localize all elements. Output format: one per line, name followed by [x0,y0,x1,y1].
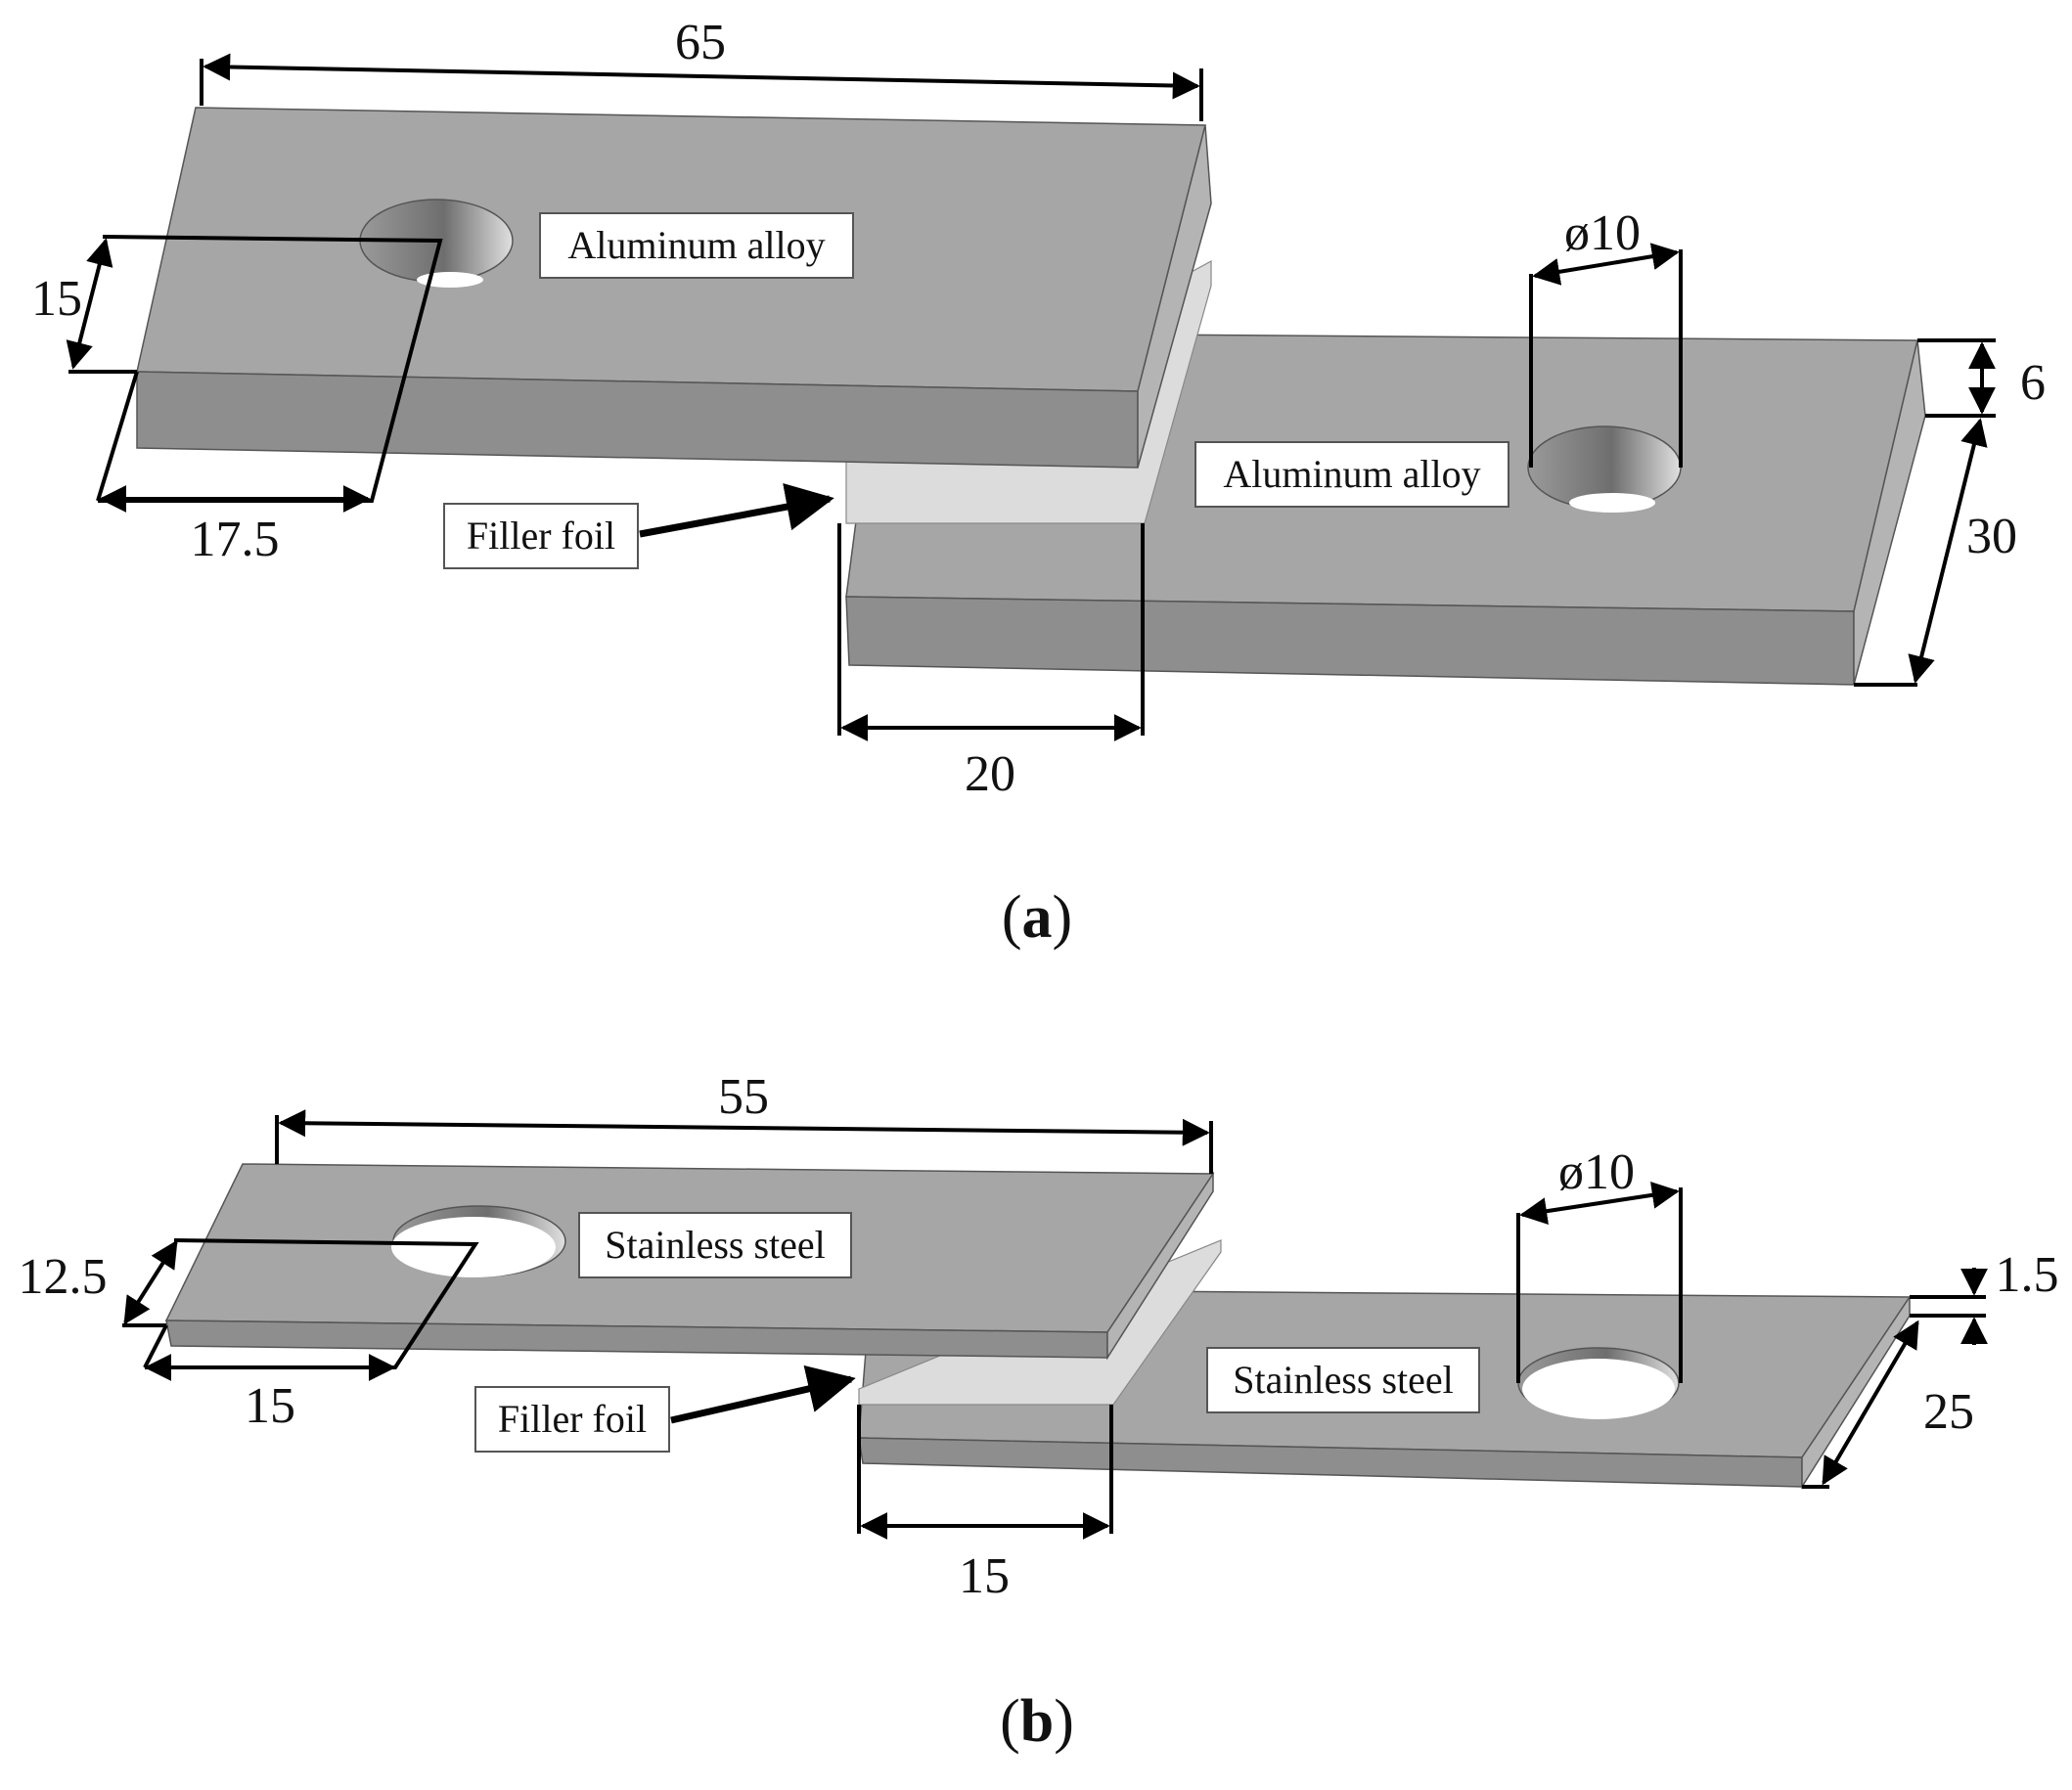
top-plate-label-b: Stainless steel [578,1212,852,1278]
filler-label-a: Filler foil [443,482,834,569]
dim-length-b: 55 [275,1069,1213,1174]
panel-b: 55 12.5 15 15 ø10 [19,1069,2059,1755]
hole-position-a: 15 17.5 [31,235,443,567]
dim-thickness-a-text: 6 [2020,355,2046,411]
dim-overlap-b-text: 15 [959,1548,1010,1604]
hole-position-b: 12.5 15 [19,1238,479,1434]
dim-overlap-a-text: 20 [965,746,1015,802]
svg-text:Filler foil: Filler foil [498,1397,647,1441]
top-plate-label-a: Aluminum alloy [539,212,854,279]
svg-text:Stainless steel: Stainless steel [1233,1358,1454,1402]
dim-width-a-text: 30 [1966,509,2017,564]
panel-a: 65 15 17.5 20 ø10 [31,15,2046,951]
caption-a: (a) [1002,884,1072,951]
dim-diameter-b: ø10 [1516,1144,1683,1383]
dim-length-b-text: 55 [718,1069,769,1125]
dim-diameter-a: ø10 [1529,205,1683,468]
dim-thickness-b-text: 1.5 [1996,1247,2059,1303]
caption-b: (b) [1000,1688,1074,1755]
dim-thickness-width-b: 1.5 25 [1802,1247,2059,1489]
dim-width-b-text: 25 [1923,1384,1974,1440]
svg-text:Stainless steel: Stainless steel [605,1223,826,1267]
dim-hole-y-a-text: 15 [31,271,82,327]
svg-text:Aluminum alloy: Aluminum alloy [1223,452,1480,496]
dim-length-a: 65 [200,15,1203,121]
bottom-plate-label-b: Stainless steel [1206,1347,1480,1413]
bottom-plate-label-a: Aluminum alloy [1194,441,1509,508]
dim-diameter-a-text: ø10 [1564,205,1641,261]
dim-hole-y-b-text: 12.5 [19,1249,108,1305]
dim-diameter-b-text: ø10 [1558,1144,1635,1200]
filler-label-b: Filler foil [474,1365,856,1453]
svg-text:Filler foil: Filler foil [467,514,615,558]
top-plate-a [136,107,1212,469]
dim-thickness-width-a: 6 30 [1854,338,2046,687]
dim-length-a-text: 65 [675,15,726,70]
svg-text:Aluminum alloy: Aluminum alloy [567,223,825,267]
dim-overlap-a: 20 [837,523,1145,802]
dim-overlap-b: 15 [857,1405,1113,1604]
dim-hole-x-a-text: 17.5 [191,512,280,567]
dim-hole-x-b-text: 15 [245,1378,295,1434]
